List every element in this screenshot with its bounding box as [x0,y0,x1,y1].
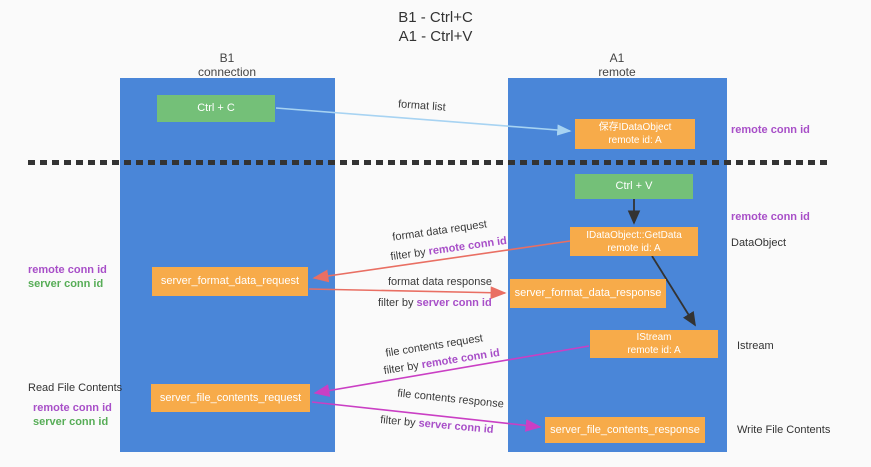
server-format-data-request-label: server_format_data_request [160,275,300,287]
lane-header-a1: A1 remote [557,51,677,79]
file-response-filter-label: filter by server conn id [380,414,494,436]
ctrl-v-label: Ctrl + V [615,180,653,192]
ctrl-v-box: Ctrl + V [575,174,693,199]
format-request-filter-id: remote conn id [427,234,508,258]
save-dataobject-line2: remote id: A [608,135,662,146]
file-request-filter-prefix: filter by [382,359,423,378]
file-response-filter-prefix: filter by [379,414,420,430]
server-file-contents-request-box: server_file_contents_request [151,384,310,412]
format-response-filter-prefix: filter by [378,297,417,309]
file-remote-conn-id-label: remote conn id [33,402,112,414]
ctrl-c-box: Ctrl + C [157,95,275,122]
istream-line1: IStream [636,332,672,343]
lane-a1-title: A1 [609,51,625,65]
file-response-filter-id: server conn id [418,417,495,436]
istream-side-label: Istream [737,340,774,352]
format-server-conn-id-label: server conn id [28,278,104,290]
getdata-line2: remote id: A [607,242,661,254]
server-format-data-request-box: server_format_data_request [152,267,308,296]
save-dataobject-box: 保存IDataObject remote id: A [575,119,695,149]
format-list-arrow-label: format list [397,98,447,114]
format-data-response-arrow-label: format data response [388,276,492,288]
remote-conn-id-label-top: remote conn id [731,124,810,136]
diagram-title-line1: B1 - Ctrl+C [398,9,473,26]
dataobject-label: DataObject [731,237,787,249]
file-server-conn-id-label: server conn id [33,416,109,428]
server-format-data-response-label: server_format_data_response [514,287,662,299]
remote-conn-id-label-mid: remote conn id [731,211,810,223]
read-file-contents-label: Read File Contents [28,382,123,394]
getdata-line1: IDataObject::GetData [586,229,682,241]
save-dataobject-line1: 保存IDataObject [598,122,672,133]
format-data-response-arrow [308,286,507,300]
diagram-title: B1 - Ctrl+C A1 - Ctrl+V [0,8,871,46]
server-file-contents-response-box: server_file_contents_response [545,417,705,443]
istream-box: IStream remote id: A [590,330,718,358]
server-format-data-response-box: server_format_data_response [510,279,666,308]
server-file-contents-request-label: server_file_contents_request [159,391,302,404]
file-contents-response-arrow-label: file contents response [396,387,505,411]
istream-line2: remote id: A [627,345,681,356]
lane-b1-title: B1 [219,51,235,65]
format-response-filter-label: filter by server conn id [378,297,492,309]
format-remote-conn-id-label: remote conn id [28,264,107,276]
diagram-title-line2: A1 - Ctrl+V [398,28,473,45]
getdata-box: IDataObject::GetData remote id: A [570,227,698,256]
write-file-contents-label: Write File Contents [737,424,831,436]
lane-b1-subtitle: connection [197,65,257,79]
lane-a1-subtitle: remote [598,65,636,79]
server-file-contents-response-label: server_file_contents_response [550,423,700,436]
phase-divider-dashed-line [28,160,832,165]
format-request-filter-prefix: filter by [389,245,430,264]
ctrl-c-label: Ctrl + C [197,102,235,114]
format-response-filter-id: server conn id [416,297,492,309]
lane-header-b1: B1 connection [167,51,287,79]
